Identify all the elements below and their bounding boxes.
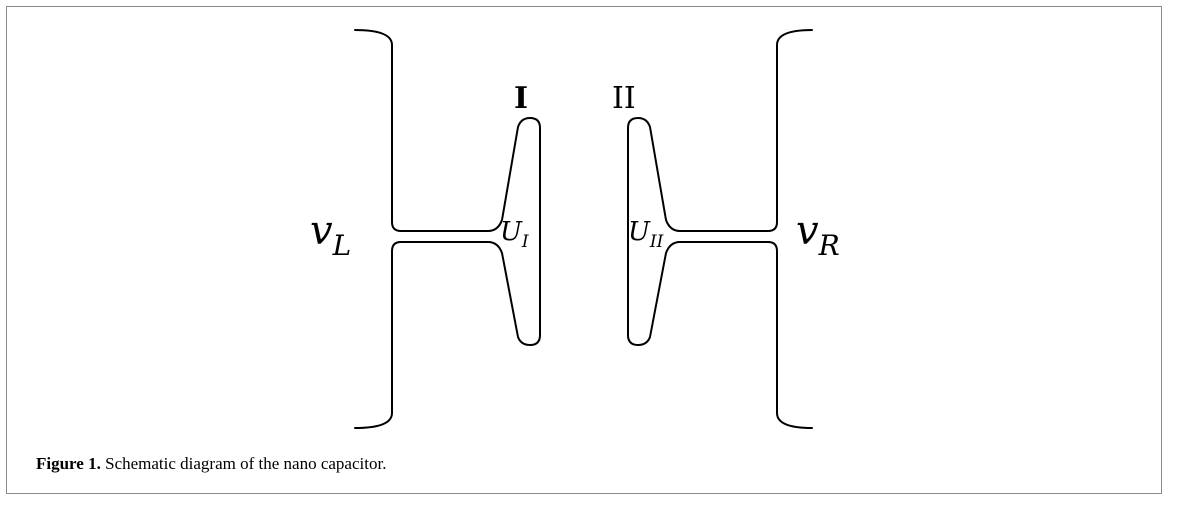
figure-caption: Figure 1. Schematic diagram of the nano … xyxy=(36,454,386,474)
plate-label-right: II xyxy=(612,81,636,116)
voltage-left-base: v xyxy=(310,208,333,254)
right-electrode-upper-outline xyxy=(627,29,813,336)
left-electrode-lower-outline xyxy=(354,241,541,429)
potential-left-sub: I xyxy=(521,232,529,252)
potential-label-left: UI xyxy=(500,217,529,252)
voltage-right-sub: R xyxy=(818,229,840,262)
potential-label-right: UII xyxy=(628,217,664,252)
voltage-label-right: vR xyxy=(796,208,840,262)
left-electrode-upper-outline xyxy=(354,29,541,336)
caption-label: Figure 1. xyxy=(36,454,101,473)
voltage-right-base: v xyxy=(796,208,819,254)
right-electrode-lower-outline xyxy=(627,241,813,429)
figure-frame xyxy=(6,6,1162,494)
potential-right-sub: II xyxy=(649,232,664,252)
plate-label-left: I xyxy=(514,81,528,116)
voltage-left-sub: L xyxy=(332,229,352,262)
caption-text: Schematic diagram of the nano capacitor. xyxy=(100,454,387,473)
potential-right-base: U xyxy=(628,217,651,247)
voltage-label-left: vL xyxy=(310,208,351,262)
potential-left-base: U xyxy=(500,217,523,247)
